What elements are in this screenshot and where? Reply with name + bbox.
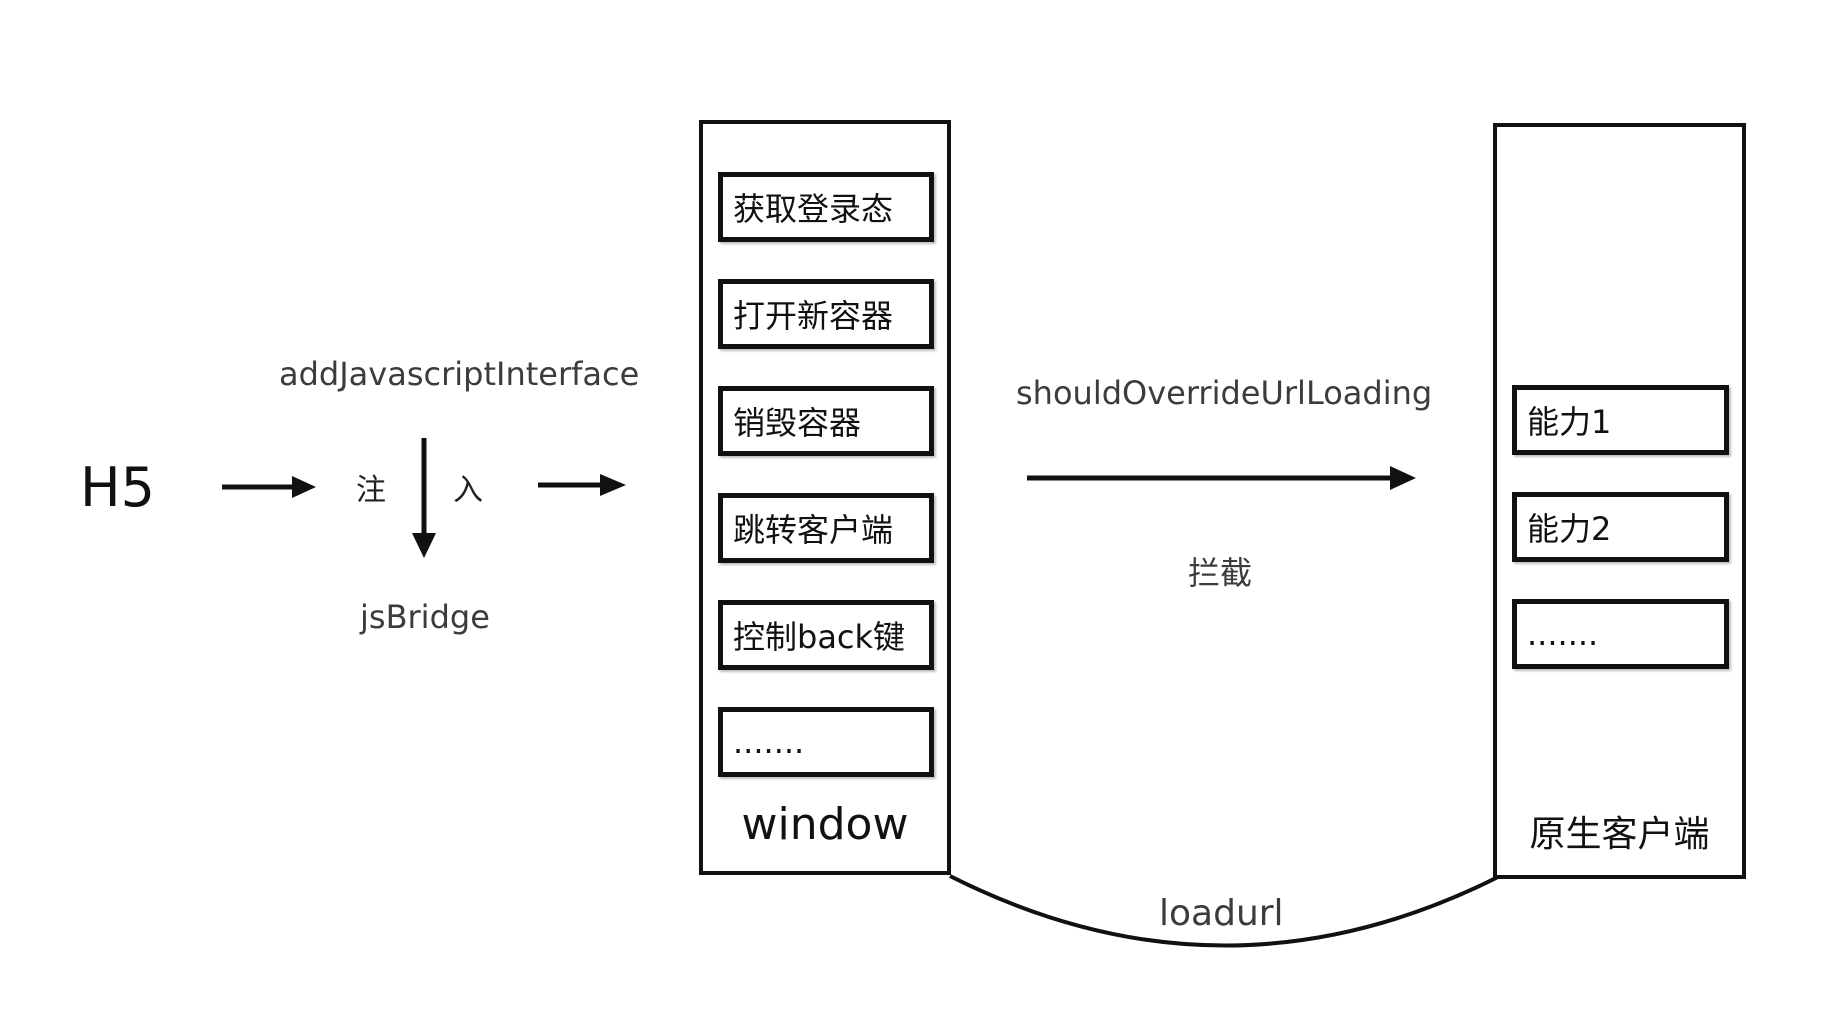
native-item-ability-1: 能力1: [1512, 385, 1729, 455]
native-client-panel: 能力1 能力2 ....... 原生客户端: [1493, 123, 1746, 879]
native-item-ability-2: 能力2: [1512, 492, 1729, 562]
h5-label: H5: [80, 456, 155, 519]
inject-top-label: addJavascriptInterface: [279, 355, 640, 393]
window-item-jump-client: 跳转客户端: [718, 493, 934, 563]
window-item-login-state: 获取登录态: [718, 172, 934, 242]
window-item-more: .......: [718, 707, 934, 777]
loadurl-curve: [949, 874, 1501, 948]
window-item-open-container: 打开新容器: [718, 279, 934, 349]
inject-char-left: 注: [356, 473, 386, 508]
inject-char-right: 入: [453, 473, 483, 508]
intercept-arrow: [1027, 466, 1416, 490]
window-panel: 获取登录态 打开新容器 销毁容器 跳转客户端 控制back键 ....... w…: [699, 120, 951, 875]
inject-down-arrow: [412, 438, 436, 558]
native-panel-title: 原生客户端: [1529, 814, 1710, 855]
native-item-more: .......: [1512, 599, 1729, 669]
loadurl-label: loadurl: [1159, 893, 1284, 934]
window-item-destroy-container: 销毁容器: [718, 386, 934, 456]
to-window-arrow: [538, 474, 626, 496]
window-item-back-key: 控制back键: [718, 600, 934, 670]
inject-bottom-label: jsBridge: [360, 598, 490, 636]
h5-arrow: [222, 476, 316, 498]
intercept-top-label: shouldOverrideUrlLoading: [1016, 374, 1433, 412]
window-panel-title: window: [741, 799, 909, 850]
intercept-bottom-label: 拦截: [1188, 554, 1253, 592]
